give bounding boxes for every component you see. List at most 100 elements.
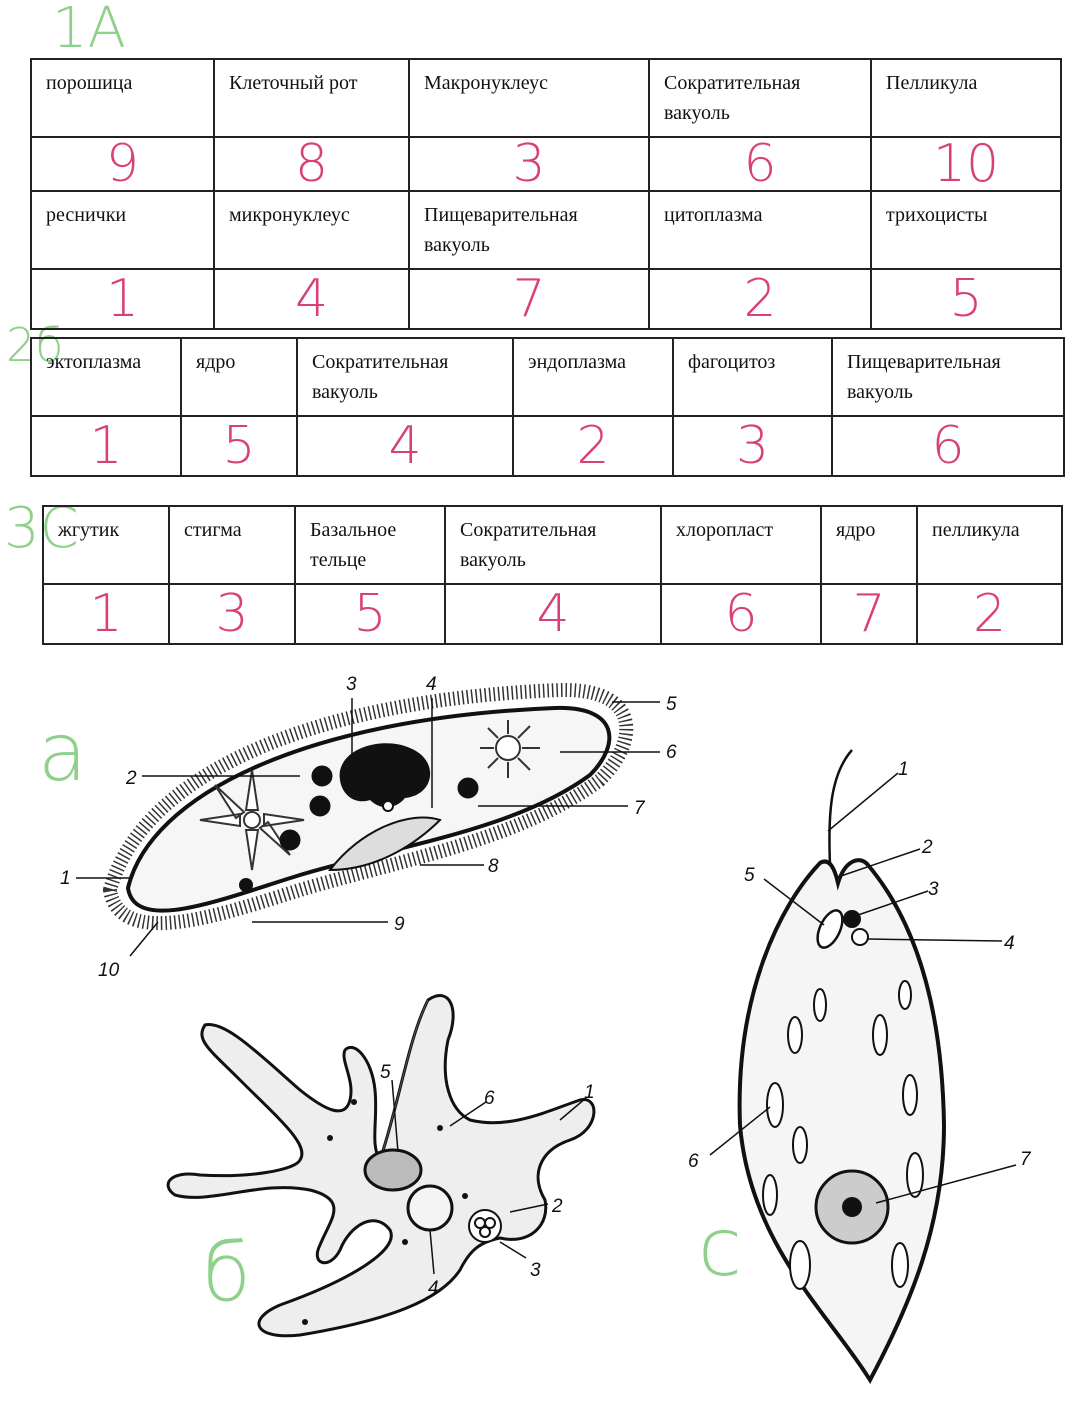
label: 2 [125, 768, 137, 789]
answer-cell[interactable]: 4 [444, 583, 662, 645]
label: 3 [346, 674, 357, 695]
diagram-letter-a: a [38, 706, 87, 799]
label: 10 [98, 960, 120, 981]
term-cell: Пелликула [870, 58, 1062, 138]
term-cell: Пищеварительная вакуоль [408, 190, 650, 270]
label: 6 [688, 1151, 699, 1172]
term-cell: стигма [168, 505, 296, 585]
label: 6 [484, 1088, 495, 1109]
term-cell: цитоплазма [648, 190, 872, 270]
answer-cell[interactable]: 5 [180, 415, 298, 477]
answer-cell[interactable]: 6 [660, 583, 822, 645]
label: 9 [394, 914, 405, 935]
contractile-vacuole-front [480, 720, 540, 778]
chloroplasts [762, 980, 924, 1290]
term-cell: Клеточный рот [213, 58, 410, 138]
answer-cell[interactable]: 2 [916, 583, 1063, 645]
diagram-letter-c: c [698, 1201, 742, 1294]
term-cell: Сократительная вакуоль [296, 337, 514, 417]
nucleus [363, 1148, 423, 1192]
digestive-vacuoles [279, 765, 479, 851]
euglena-diagram: c 1 2 3 4 5 6 7 [688, 749, 1032, 1385]
term-cell: пелликула [916, 505, 1063, 585]
answer-cell[interactable]: 5 [870, 268, 1062, 330]
label: 6 [666, 742, 677, 763]
label: 1 [898, 759, 909, 780]
answer-cell[interactable]: 2 [512, 415, 674, 477]
answer-cell[interactable]: 1 [30, 268, 215, 330]
answer-cell[interactable]: 1 [42, 583, 170, 645]
cell-mouth [327, 816, 442, 872]
contractile-vacuole [851, 928, 869, 946]
digestive-vacuole [468, 1209, 502, 1243]
label: 4 [428, 1278, 439, 1299]
answer-cell[interactable]: 8 [213, 136, 410, 192]
term-cell: Сократительная вакуоль [648, 58, 872, 138]
label: 3 [928, 879, 939, 900]
term-cell: Сократительная вакуоль [444, 505, 662, 585]
answer-cell[interactable]: 3 [408, 136, 650, 192]
answer-cell[interactable]: 3 [672, 415, 833, 477]
answer-cell[interactable]: 4 [213, 268, 410, 330]
table-1: порошица Клеточный рот Макронуклеус Сокр… [30, 58, 1062, 330]
term-cell: фагоцитоз [672, 337, 833, 417]
answer-cell[interactable]: 6 [831, 415, 1065, 477]
euglena-body [737, 858, 947, 1385]
label: 5 [744, 865, 755, 886]
contractile-vacuole-rear [199, 769, 305, 871]
term-cell: хлоропласт [660, 505, 822, 585]
label: 2 [921, 837, 933, 858]
answer-cell[interactable]: 9 [30, 136, 215, 192]
answer-cell[interactable]: 10 [870, 136, 1062, 192]
term-cell: жгутик [42, 505, 170, 585]
answer-cell[interactable]: 6 [648, 136, 872, 192]
answer-cell[interactable]: 1 [30, 415, 182, 477]
label: 5 [666, 694, 677, 715]
term-cell: микронуклеус [213, 190, 410, 270]
label: 7 [1020, 1149, 1032, 1170]
nucleolus [842, 1197, 862, 1217]
term-cell: ядро [820, 505, 918, 585]
label: 1 [584, 1082, 595, 1103]
basal-body [816, 909, 844, 949]
macronucleus [339, 743, 431, 808]
term-cell: Макронуклеус [408, 58, 650, 138]
answer-cell[interactable]: 5 [294, 583, 446, 645]
paramecium-body [125, 705, 612, 913]
term-cell: эктоплазма [30, 337, 182, 417]
flagellum [828, 749, 853, 866]
stigma [843, 910, 861, 928]
granules [302, 1099, 468, 1325]
contractile-vacuole [406, 1184, 454, 1232]
term-cell: трихоцисты [870, 190, 1062, 270]
ectoplasm-pseudopod [379, 999, 429, 1161]
answer-cell[interactable]: 2 [648, 268, 872, 330]
term-cell: ядро [180, 337, 298, 417]
table-3: жгутик стигма Базальное тельце Сократите… [42, 505, 1063, 645]
answer-cell[interactable]: 7 [820, 583, 918, 645]
diagram-letter-b: б [202, 1226, 251, 1319]
micronucleus [382, 800, 394, 812]
term-cell: Пищеварительная вакуоль [831, 337, 1065, 417]
label: 4 [426, 674, 437, 695]
anal-pore [239, 878, 253, 892]
label: 8 [488, 856, 499, 877]
label: 4 [1004, 933, 1015, 954]
paramecium-diagram: a 1 2 3 4 5 6 7 8 9 10 [38, 674, 677, 981]
label: 2 [551, 1196, 563, 1217]
answer-cell[interactable]: 3 [168, 583, 296, 645]
amoeba-diagram: б 1 2 3 4 5 6 [166, 994, 596, 1338]
term-cell: Базальное тельце [294, 505, 446, 585]
term-cell: эндоплазма [512, 337, 674, 417]
cilia [102, 682, 634, 930]
label: 3 [530, 1260, 541, 1281]
answer-cell[interactable]: 7 [408, 268, 650, 330]
table-2: эктоплазма ядро Сократительная вакуоль э… [30, 337, 1065, 477]
label: 7 [634, 798, 646, 819]
label: 1 [60, 868, 71, 889]
term-cell: порошица [30, 58, 215, 138]
term-cell: реснички [30, 190, 215, 270]
answer-cell[interactable]: 4 [296, 415, 514, 477]
section-label-1: 1A [52, 0, 126, 61]
label: 5 [380, 1062, 391, 1083]
